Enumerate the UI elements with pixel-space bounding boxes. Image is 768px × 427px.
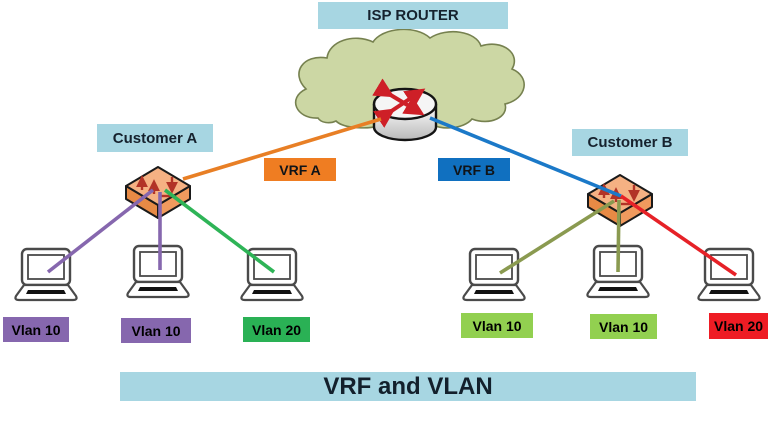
link-b-vlan20 [619,194,738,277]
link-a-vlan10-1 [46,188,155,274]
link-vrf-b [429,116,622,198]
vlan-label-a2: Vlan 10 [121,318,191,343]
vlan-label-a3: Vlan 20 [243,317,310,342]
router-crossed-arrows-icon [372,78,426,128]
customer-a-label: Customer A [97,124,213,152]
diagram-title: VRF and VLAN [120,372,696,401]
laptop-icon-b1 [462,247,526,302]
vrf-a-label: VRF A [264,158,336,181]
switch-icon-customer-a [126,167,190,218]
laptop-icon-a2 [126,244,190,299]
link-b-vlan10-1 [499,199,615,275]
link-b-vlan10-2 [616,199,621,273]
laptop-icon-a3 [240,247,304,302]
link-a-vlan20 [163,188,276,274]
vlan-label-b1: Vlan 10 [461,313,533,338]
isp-router-label: ISP ROUTER [318,2,508,29]
customer-b-label: Customer B [572,129,688,156]
link-vrf-a [182,117,382,181]
vlan-label-a1: Vlan 10 [3,317,69,342]
router-icon [372,78,438,142]
vrf-b-label: VRF B [438,158,510,181]
vlan-label-b3: Vlan 20 [709,313,768,339]
vlan-label-b2: Vlan 10 [590,314,657,339]
